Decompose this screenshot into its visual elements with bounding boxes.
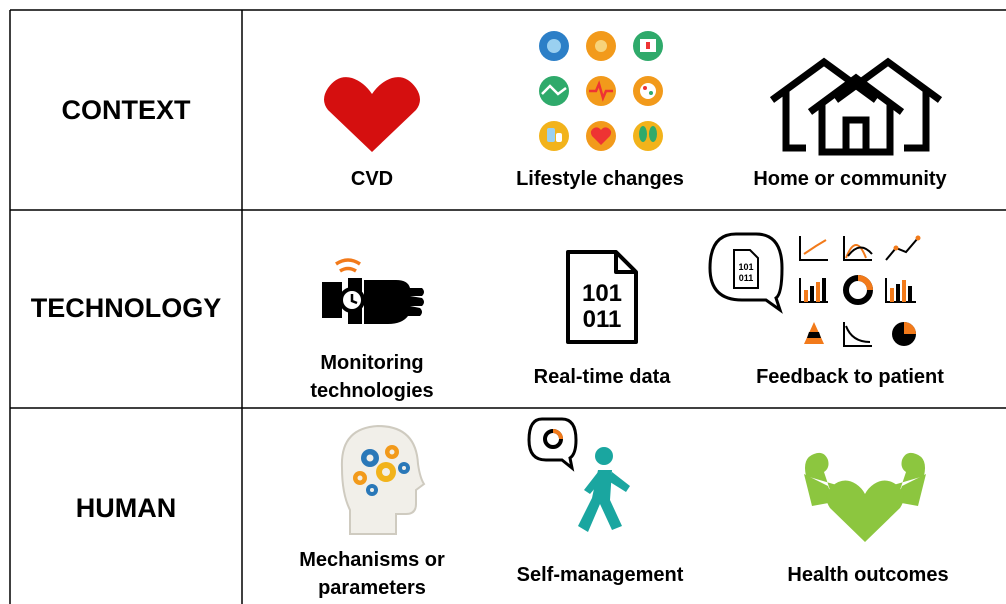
row-title-context: CONTEXT bbox=[61, 95, 191, 125]
binary-file-icon: 101 011 bbox=[564, 249, 640, 345]
label-monitoring-line1: Monitoring bbox=[320, 352, 424, 374]
feedback-charts-icon: 101 011 bbox=[706, 230, 928, 350]
strong-heart-icon bbox=[800, 446, 930, 546]
houses-icon bbox=[766, 52, 944, 158]
label-mechanisms-line2: parameters bbox=[318, 577, 426, 599]
label-mechanisms-line1: Mechanisms or bbox=[299, 549, 445, 571]
heart-icon bbox=[322, 74, 422, 154]
lifestyle-icons-grid bbox=[536, 30, 668, 154]
speech-bubble-chart-icon bbox=[527, 417, 578, 472]
file-digits-top: 101 bbox=[582, 280, 622, 307]
bubble-digits-top: 101 bbox=[738, 262, 753, 272]
label-lifestyle-changes: Lifestyle changes bbox=[516, 168, 684, 190]
label-health-outcomes: Health outcomes bbox=[787, 564, 949, 586]
label-self-management: Self-management bbox=[516, 564, 684, 586]
row-title-human: HUMAN bbox=[75, 493, 177, 523]
label-mechanisms-or-parameters: Mechanisms or parameters bbox=[262, 546, 482, 602]
label-home-or-community: Home or community bbox=[753, 168, 947, 190]
label-real-time-data: Real-time data bbox=[533, 366, 671, 388]
row-title-technology: TECHNOLOGY bbox=[30, 293, 222, 323]
brain-gears-icon bbox=[330, 418, 426, 536]
file-digits-bottom: 011 bbox=[583, 306, 622, 333]
wearable-watch-icon bbox=[318, 258, 428, 338]
bubble-digits-bottom: 011 bbox=[739, 273, 754, 283]
label-feedback-to-patient: Feedback to patient bbox=[756, 366, 944, 388]
label-monitoring-line2: technologies bbox=[310, 380, 434, 402]
speech-bubble-file-icon: 101 011 bbox=[708, 232, 784, 314]
walking-person-icon bbox=[526, 416, 642, 552]
label-monitoring-technologies: Monitoring technologies bbox=[272, 349, 472, 405]
label-cvd: CVD bbox=[350, 168, 394, 190]
